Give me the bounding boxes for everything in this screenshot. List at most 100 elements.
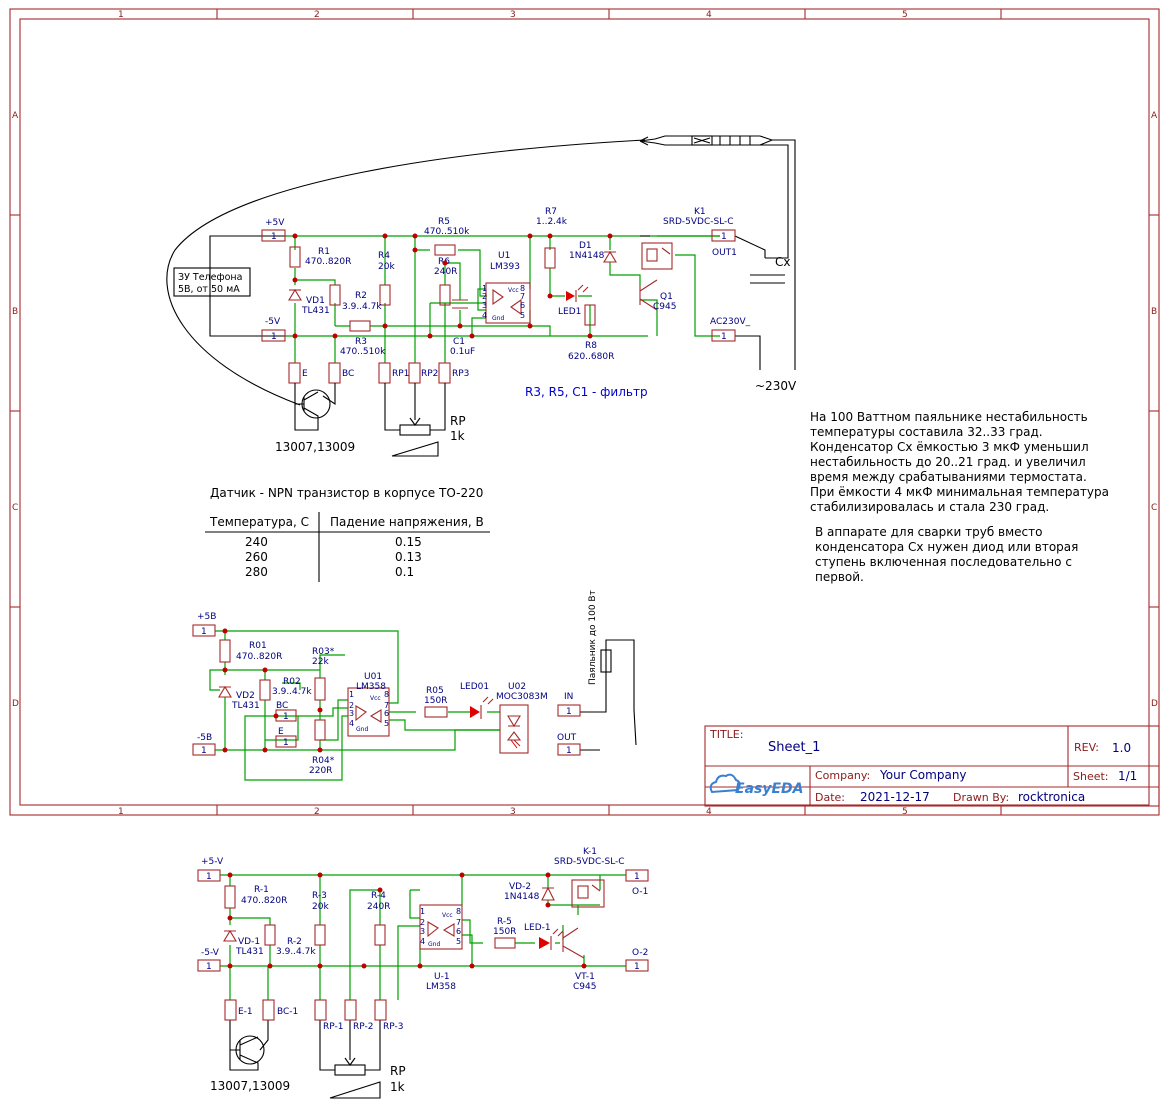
- frame-row-right-c: C: [1151, 503, 1157, 513]
- r4-ref: R4: [378, 251, 390, 261]
- resistor-r4: [379, 284, 391, 306]
- capacitor-cx: [750, 274, 785, 284]
- resistor-r03: [314, 677, 326, 701]
- r02-val: 3.9..4.7k: [272, 687, 312, 697]
- frame-col-top-5: 5: [902, 10, 908, 20]
- c3-terminal-rp1[interactable]: [314, 999, 327, 1021]
- resistor-r5: [434, 244, 456, 256]
- c3-vt1-val: C945: [573, 982, 596, 992]
- easyeda-logo-text: EasyEDA: [735, 781, 804, 797]
- terminal-e[interactable]: [288, 362, 301, 384]
- r2-ref: R2: [355, 291, 367, 301]
- vd2-val: TL431: [231, 701, 260, 711]
- c3-transistor-label: 13007,13009: [210, 1079, 290, 1093]
- u02-val: MOC3083M: [496, 692, 548, 702]
- c3-r3-val: 20k: [312, 902, 329, 912]
- c2-terminal-m5v[interactable]: 1: [192, 743, 216, 756]
- drawn-value: rocktronica: [1018, 790, 1085, 804]
- iron-heater-icon: [600, 649, 612, 673]
- resistor-r01: [219, 639, 231, 663]
- c3-terminal-rp3[interactable]: [374, 999, 387, 1021]
- c3-terminal-m5v[interactable]: 1: [197, 959, 221, 972]
- title-label: TITLE:: [709, 728, 743, 741]
- sensor-table-header-temp: Температура, С: [209, 515, 309, 529]
- r02-ref: R02: [283, 677, 301, 687]
- c3-label-rp2: RP-2: [353, 1022, 373, 1032]
- resistor-r05: [424, 706, 448, 718]
- filter-note: R3, R5, C1 - фильтр: [525, 385, 648, 399]
- charger-line2: 5В, от 50 мА: [178, 284, 240, 295]
- svg-text:1: 1: [566, 707, 572, 717]
- terminal-out1[interactable]: 1: [711, 229, 736, 242]
- c3-terminal-o1[interactable]: 1: [625, 869, 649, 882]
- svg-text:1: 1: [271, 232, 277, 242]
- sensor-transistor-label: 13007,13009: [275, 440, 355, 454]
- c2-terminal-5v[interactable]: 1: [192, 624, 216, 637]
- c3-junctions: [227, 872, 587, 969]
- r01-ref: R01: [249, 641, 267, 651]
- c3-terminal-o2[interactable]: 1: [625, 959, 649, 972]
- label-5v: +5V: [265, 218, 285, 228]
- resistor-r3: [349, 320, 371, 332]
- c3-label-5v: +5-V: [201, 857, 224, 867]
- charger-line1: ЗУ Телефона: [178, 272, 242, 283]
- c3-rp-ref: RP: [390, 1064, 406, 1078]
- c3-terminal-bc1[interactable]: [262, 999, 275, 1021]
- terminal-rp1[interactable]: [378, 362, 391, 384]
- r6-val: 240R: [434, 267, 457, 277]
- u02-ref: U02: [508, 682, 526, 692]
- c3-terminal-e1[interactable]: [224, 999, 237, 1021]
- c3-r4-ref: R-4: [371, 891, 386, 901]
- svg-text:При ёмкости 4 мкФ минимальная: При ёмкости 4 мкФ минимальная температур…: [810, 485, 1109, 499]
- svg-text:температуры составила 32..33 г: температуры составила 32..33 град.: [810, 425, 1043, 439]
- label-ac230: AC230V_: [710, 317, 751, 327]
- r4-val: 20k: [378, 262, 395, 272]
- r8-ref: R8: [585, 341, 597, 351]
- c3-resistor-r5: [494, 937, 516, 949]
- c3-k1-val: SRD-5VDC-SL-C: [554, 857, 625, 867]
- svg-text:4: 4: [420, 937, 425, 946]
- r05-val: 150R: [424, 696, 447, 706]
- svg-text:2: 2: [482, 292, 487, 301]
- label-m5v: -5V: [265, 317, 281, 327]
- c3-label-rp3: RP-3: [383, 1022, 403, 1032]
- d1-ref: D1: [579, 241, 592, 251]
- d1-val: 1N4148: [569, 251, 605, 261]
- svg-text:Vcc: Vcc: [442, 912, 453, 919]
- terminal-bc[interactable]: [328, 362, 341, 384]
- c2-label-out: OUT: [557, 733, 577, 743]
- c2-junctions: [222, 628, 323, 753]
- terminal-5v[interactable]: 1: [261, 229, 286, 242]
- svg-text:1: 1: [283, 712, 289, 722]
- c2-terminal-e[interactable]: 1: [275, 735, 297, 748]
- c2-terminal-out[interactable]: 1: [557, 743, 581, 756]
- c1-val: 0.1uF: [450, 347, 475, 357]
- c2-terminal-in[interactable]: 1: [557, 704, 581, 717]
- rp3-label: RP3: [452, 369, 469, 379]
- company-value: Your Company: [879, 768, 967, 782]
- easyeda-logo-icon: EasyEDA: [709, 773, 804, 797]
- resistor-r2: [329, 284, 341, 306]
- terminal-rp3[interactable]: [438, 362, 451, 384]
- circuit-2-triac-moc3083: 1 1 1 1 1 1 +5B -5B BC E IN OUT R01 470.…: [192, 590, 637, 781]
- terminal-ac230[interactable]: 1: [711, 329, 736, 342]
- svg-text:Gnd: Gnd: [428, 941, 440, 948]
- r3-val: 470..510k: [340, 347, 386, 357]
- svg-text:1: 1: [634, 962, 640, 972]
- terminal-rp2[interactable]: [408, 362, 421, 384]
- r8-val: 620..680R: [568, 352, 614, 362]
- rev-value: 1.0: [1112, 741, 1131, 755]
- rp-ref: RP: [450, 414, 466, 428]
- svg-text:2: 2: [349, 701, 354, 710]
- frame-row-right-d: D: [1151, 699, 1158, 709]
- frame-col-bottom-2: 2: [314, 807, 320, 817]
- table-cell: 240: [245, 535, 268, 549]
- r1-ref: R1: [318, 247, 330, 257]
- c3-terminal-5v[interactable]: 1: [197, 869, 221, 882]
- c3-terminal-rp2[interactable]: [344, 999, 357, 1021]
- svg-text:5: 5: [384, 719, 389, 728]
- terminal-m5v[interactable]: 1: [261, 329, 286, 342]
- sheet-value: 1/1: [1118, 769, 1137, 783]
- c3-vd1-val: TL431: [235, 947, 264, 957]
- svg-text:6: 6: [384, 709, 389, 718]
